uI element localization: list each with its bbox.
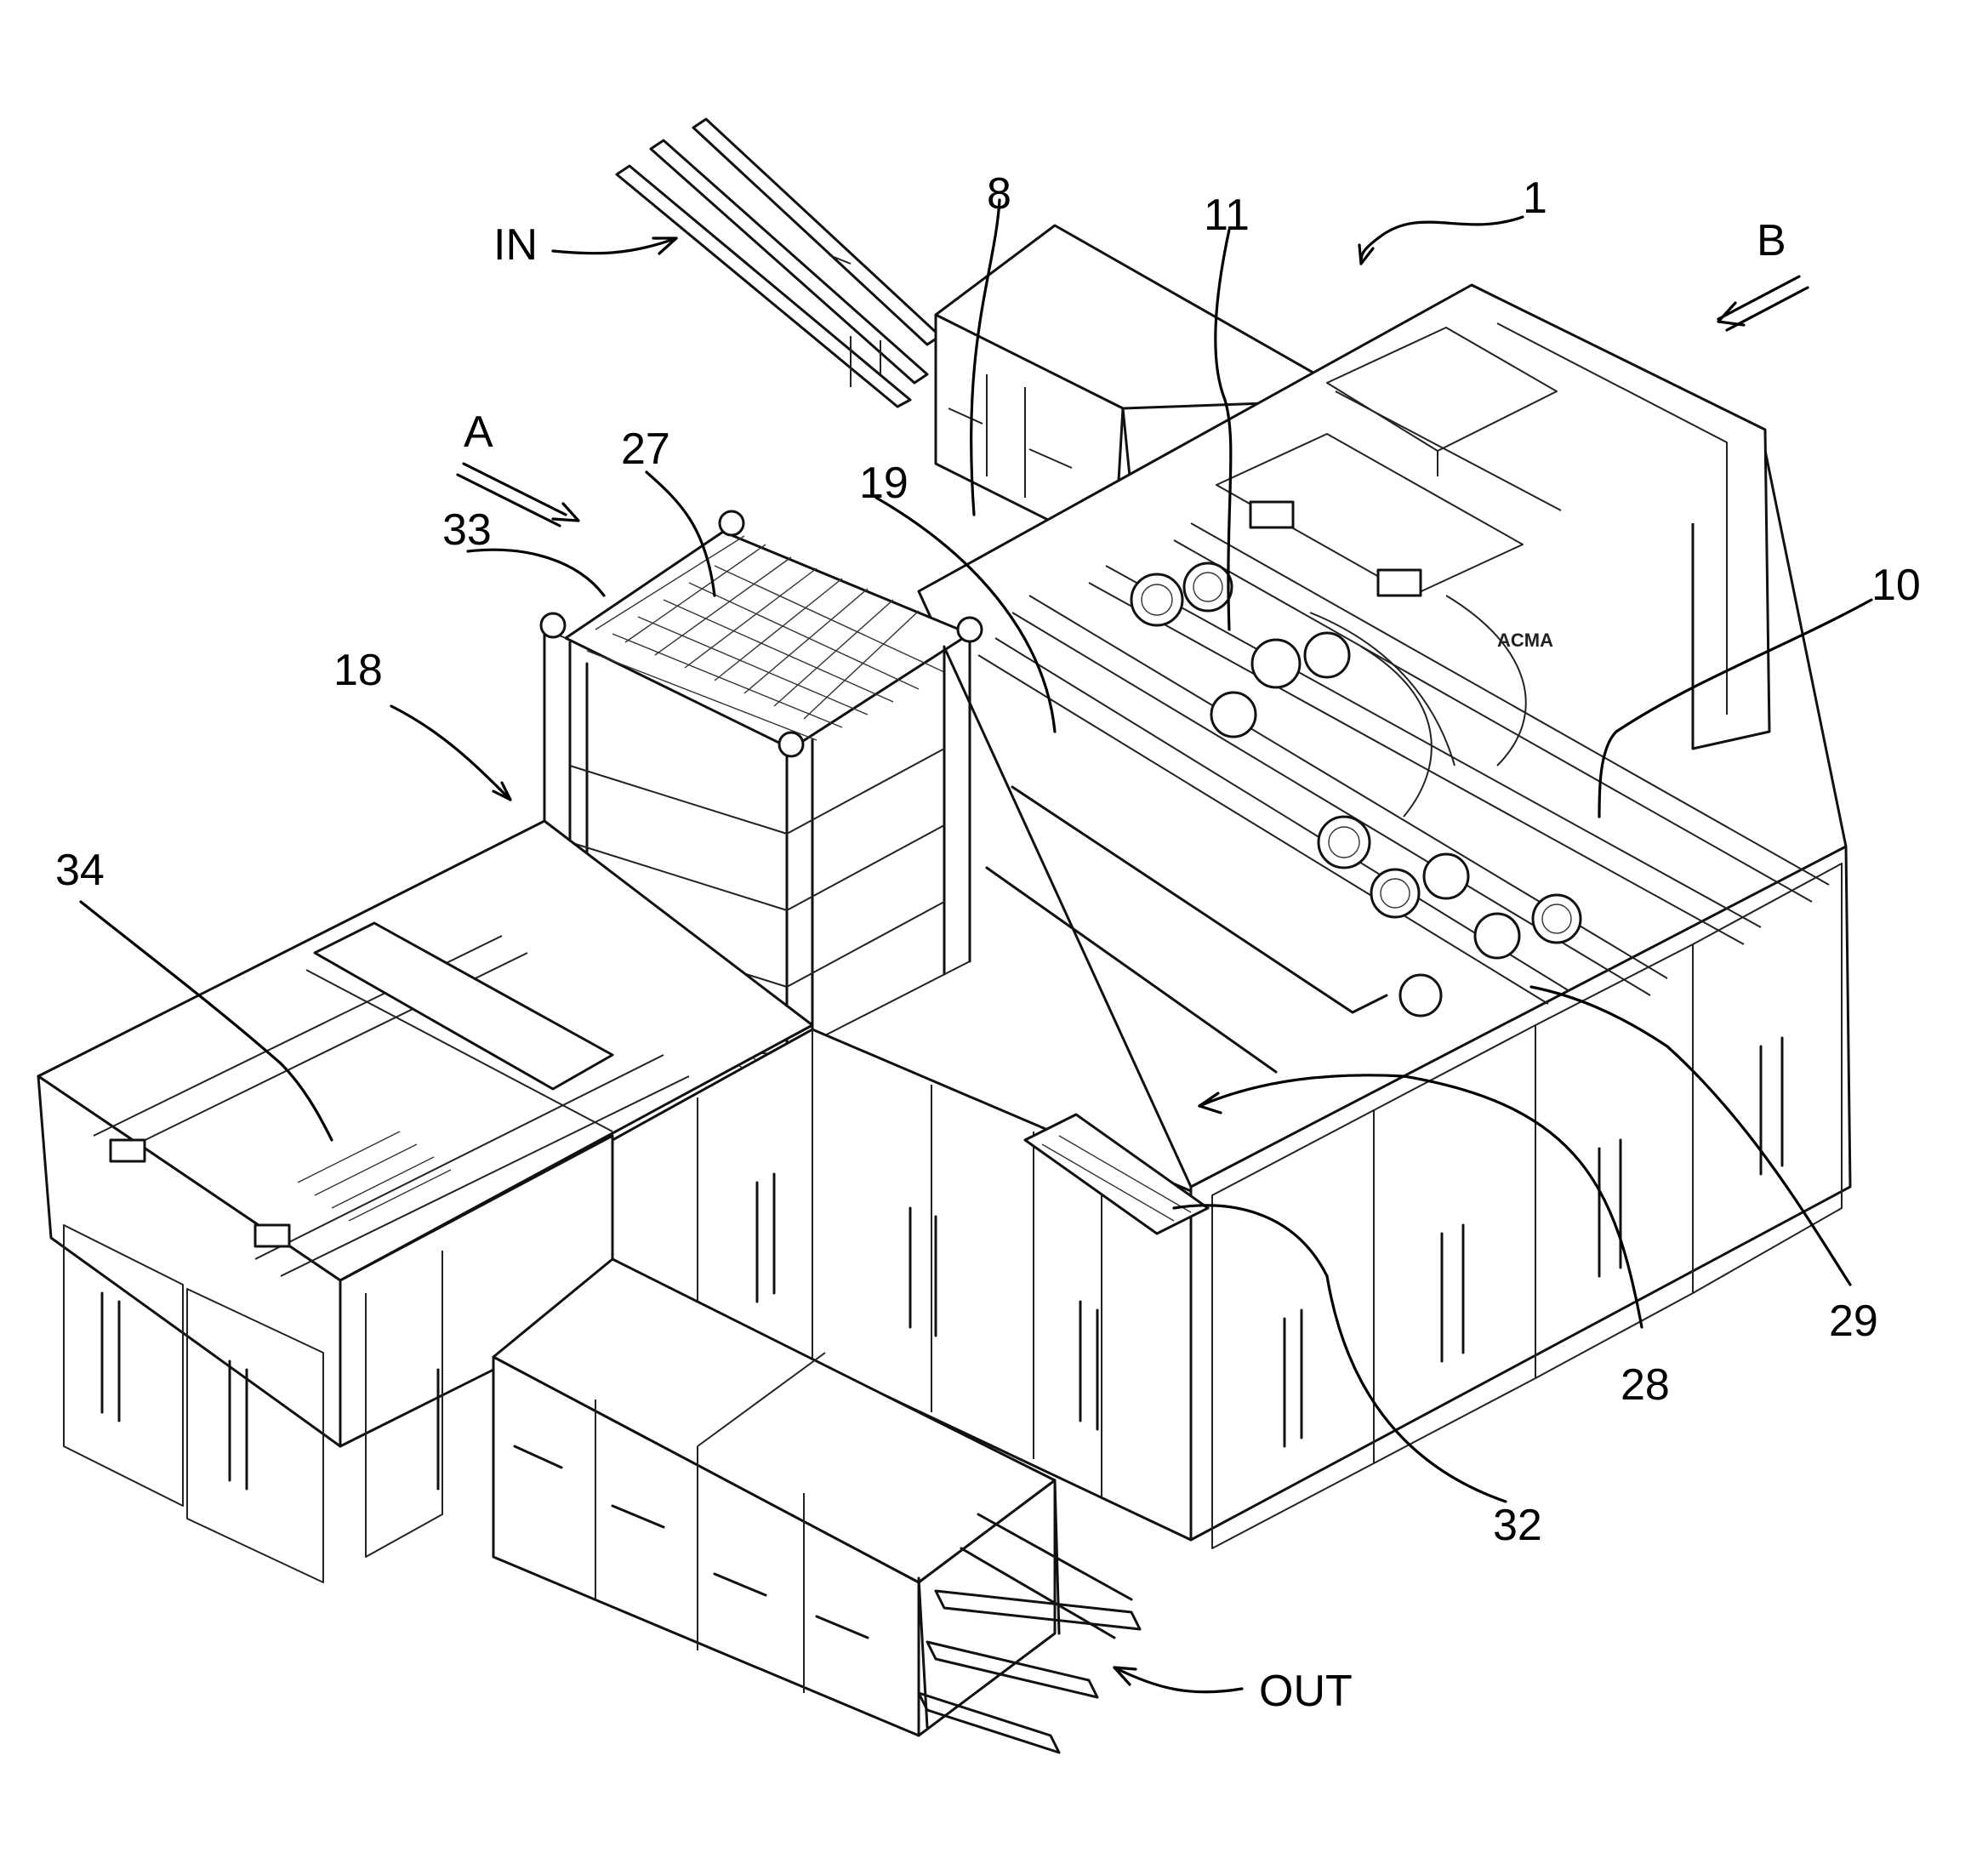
label-29: 27 xyxy=(621,425,670,474)
label-27: 18 xyxy=(333,646,383,695)
label-34: 34 xyxy=(55,846,105,895)
label-a: A xyxy=(464,408,493,457)
label-33: 33 xyxy=(442,505,492,555)
label-b: B xyxy=(1757,216,1786,265)
label-11: 11 xyxy=(1204,191,1250,240)
label-in: IN xyxy=(493,220,538,270)
label-1: 1 xyxy=(1523,174,1547,223)
machine-logo: ACMA xyxy=(1497,630,1553,651)
label-8: 8 xyxy=(987,169,1011,219)
label-32: 32 xyxy=(1493,1501,1542,1550)
label-19: 19 xyxy=(859,459,909,508)
label-out: OUT xyxy=(1259,1667,1353,1716)
label-28: 28 xyxy=(1621,1360,1670,1410)
label-10: 10 xyxy=(1871,561,1921,610)
in-conveyor xyxy=(617,119,940,407)
label-18: 29 xyxy=(1829,1297,1878,1346)
